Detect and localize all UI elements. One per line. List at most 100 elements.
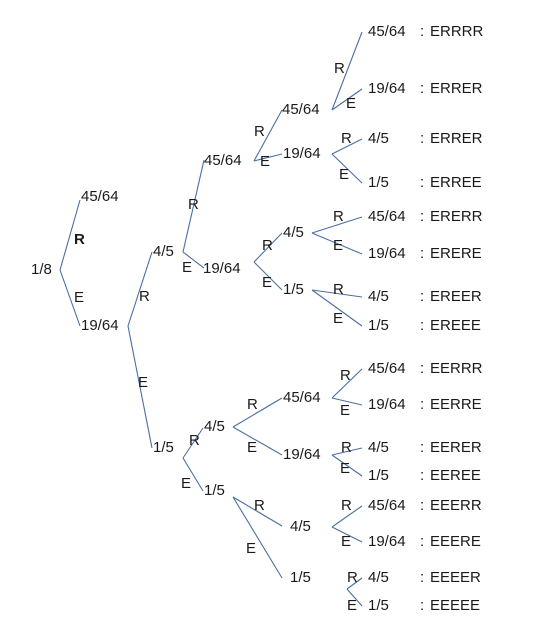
branch-l4d-e bbox=[232, 496, 283, 579]
branch-l3b-r bbox=[182, 427, 204, 459]
leaf-r-letter: R bbox=[341, 130, 352, 147]
leaf-r-letter: R bbox=[341, 497, 352, 514]
l3a-e-value: 19/64 bbox=[203, 260, 241, 277]
l2b-letter: E bbox=[138, 374, 148, 391]
leaf-branch-r bbox=[346, 577, 363, 590]
l2a-letter: R bbox=[139, 288, 150, 305]
leaf-separator: : bbox=[420, 467, 424, 484]
leaf-probability: 1/5 bbox=[368, 174, 389, 191]
l4c-e-letter: E bbox=[247, 439, 257, 456]
leaf-outcome: ERRER bbox=[430, 80, 483, 97]
branch-root-r bbox=[59, 199, 81, 271]
branch-l2-r bbox=[127, 251, 153, 327]
leaf-probability: 4/5 bbox=[368, 288, 389, 305]
leaf-branch-e bbox=[346, 588, 363, 607]
leaf-outcome: EERRR bbox=[430, 360, 483, 377]
branch-l4b-r bbox=[253, 232, 283, 263]
leaf-branch-r bbox=[331, 138, 363, 155]
l3a-r-value: 45/64 bbox=[204, 152, 242, 169]
l4a-e-letter: E bbox=[260, 153, 270, 170]
root-value: 1/8 bbox=[31, 261, 52, 278]
leaf-separator: : bbox=[420, 317, 424, 334]
leaf-r-letter: R bbox=[333, 281, 344, 298]
leaf-r-letter: R bbox=[341, 439, 352, 456]
leaf-outcome: ERERR bbox=[430, 208, 483, 225]
leaf-probability: 1/5 bbox=[368, 317, 389, 334]
leaf-separator: : bbox=[420, 174, 424, 191]
leaf-probability: 19/64 bbox=[368, 533, 406, 550]
leaf-separator: : bbox=[420, 80, 424, 97]
l4d-e-value: 1/5 bbox=[290, 569, 311, 586]
leaf-probability: 45/64 bbox=[368, 360, 406, 377]
branch-l2-e bbox=[127, 325, 153, 449]
leaf-e-letter: E bbox=[333, 310, 343, 327]
leaf-branch-e bbox=[331, 397, 363, 406]
leaf-e-letter: E bbox=[346, 95, 356, 112]
leaf-probability: 45/64 bbox=[368, 497, 406, 514]
leaf-separator: : bbox=[420, 288, 424, 305]
l4d-e-letter: E bbox=[246, 540, 256, 557]
leaf-separator: : bbox=[420, 130, 424, 147]
leaf-probability: 45/64 bbox=[368, 23, 406, 40]
leaf-separator: : bbox=[420, 208, 424, 225]
leaf-outcome: ERREE bbox=[430, 174, 482, 191]
leaf-probability: 4/5 bbox=[368, 439, 389, 456]
l4c-r-letter: R bbox=[247, 396, 258, 413]
leaf-branch-r bbox=[311, 289, 363, 298]
l3b-r-value: 4/5 bbox=[204, 418, 225, 435]
branch-l4b-e bbox=[253, 261, 283, 291]
leaf-outcomes: RE45/64:ERRRR19/64:ERRERRE4/5:ERRER1/5:E… bbox=[311, 23, 484, 614]
leaf-branch-r bbox=[331, 368, 363, 399]
leaf-e-letter: E bbox=[339, 166, 349, 183]
leaf-branch-e bbox=[331, 526, 363, 543]
leaf-outcome: EERER bbox=[430, 439, 482, 456]
leaf-separator: : bbox=[420, 597, 424, 614]
leaf-probability: 1/5 bbox=[368, 467, 389, 484]
leaf-outcome: EREER bbox=[430, 288, 482, 305]
leaf-branch-r bbox=[311, 216, 363, 234]
l4d-r-value: 4/5 bbox=[290, 518, 311, 535]
l1-e-letter: E bbox=[74, 289, 84, 306]
leaf-r-letter: R bbox=[333, 208, 344, 225]
leaf-outcome: EEERR bbox=[430, 497, 482, 514]
leaf-branch-e bbox=[311, 232, 363, 255]
l3b-e-value: 1/5 bbox=[204, 482, 225, 499]
leaf-e-letter: E bbox=[340, 402, 350, 419]
leaf-separator: : bbox=[420, 533, 424, 550]
l1-r-letter: R bbox=[74, 231, 85, 248]
leaf-separator: : bbox=[420, 360, 424, 377]
leaf-branch-r bbox=[331, 31, 363, 111]
branch-l4a-r bbox=[253, 109, 283, 162]
branch-l4c-r bbox=[232, 397, 283, 428]
branch-l4d-r bbox=[232, 496, 283, 527]
leaf-outcome: EEEER bbox=[430, 569, 481, 586]
l4b-e-value: 1/5 bbox=[283, 281, 304, 298]
l1-r-value: 45/64 bbox=[81, 188, 119, 205]
l4a-r-value: 45/64 bbox=[282, 101, 320, 118]
leaf-e-letter: E bbox=[347, 597, 357, 614]
leaf-probability: 19/64 bbox=[368, 245, 406, 262]
leaf-separator: : bbox=[420, 245, 424, 262]
l4b-r-value: 4/5 bbox=[283, 224, 304, 241]
branch-l3a-r bbox=[182, 159, 205, 253]
l4a-e-value: 19/64 bbox=[283, 145, 321, 162]
leaf-probability: 19/64 bbox=[368, 80, 406, 97]
l3a-r-letter: R bbox=[188, 196, 199, 213]
leaf-probability: 19/64 bbox=[368, 396, 406, 413]
leaf-probability: 1/5 bbox=[368, 597, 389, 614]
l4b-e-letter: E bbox=[262, 274, 272, 291]
l4d-r-letter: R bbox=[254, 497, 265, 514]
l4c-r-value: 45/64 bbox=[283, 389, 321, 406]
leaf-separator: : bbox=[420, 23, 424, 40]
leaf-branch-e bbox=[331, 153, 363, 184]
leaf-outcome: EERRE bbox=[430, 396, 482, 413]
leaf-outcome: ERRRR bbox=[430, 23, 484, 40]
branch-l4a-e bbox=[253, 153, 283, 162]
leaf-e-letter: E bbox=[340, 460, 350, 477]
leaf-probability: 4/5 bbox=[368, 569, 389, 586]
branch-l3a-e bbox=[182, 251, 205, 269]
leaf-outcome: EEEEE bbox=[430, 597, 480, 614]
leaf-r-letter: R bbox=[340, 367, 351, 384]
leaf-branch-e bbox=[311, 289, 363, 327]
